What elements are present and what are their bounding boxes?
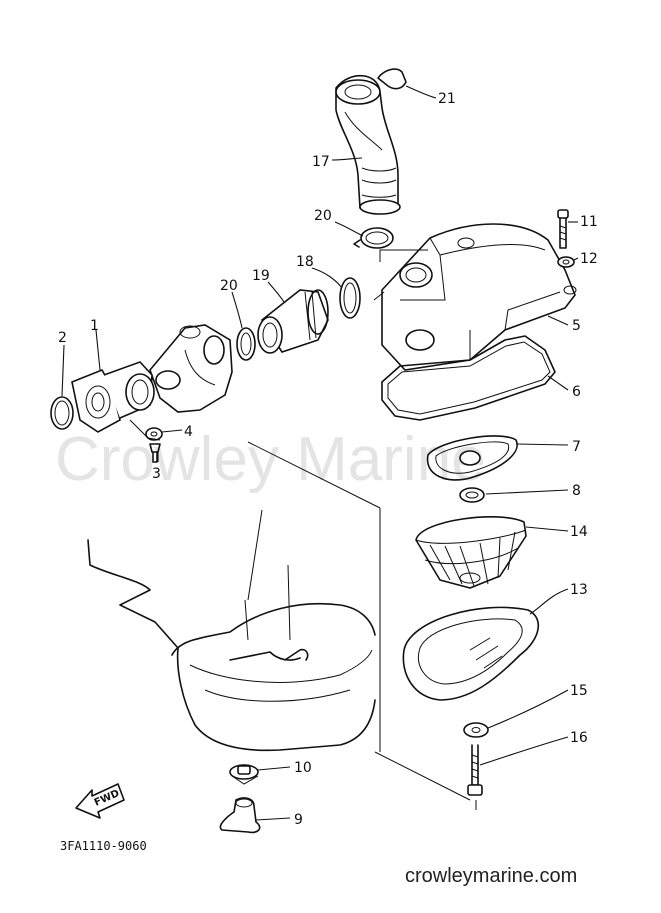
- drain-cap-9: [219, 797, 261, 834]
- intake-duct-17: [335, 68, 407, 215]
- hull-outline: [87, 509, 376, 752]
- callout-5: 5: [572, 318, 581, 334]
- element-cage-14: [415, 516, 527, 589]
- callout-2: 2: [58, 330, 67, 346]
- callout-13: 13: [570, 582, 588, 598]
- washer-15: [463, 722, 489, 738]
- callout-labels: 21 17 20 11 12 18 19 20 5 2 1 6 4 3 7 8 …: [58, 91, 598, 828]
- callout-4: 4: [184, 424, 193, 440]
- carburetor: [149, 324, 233, 413]
- website-footer: crowleymarine.com: [405, 865, 577, 887]
- band-18: [339, 277, 361, 319]
- callout-12: 12: [580, 251, 598, 267]
- filter-plate-7: [426, 435, 518, 481]
- callout-1: 1: [90, 318, 99, 334]
- manifold-1: [71, 361, 155, 433]
- fwd-label: FWD: [93, 788, 121, 809]
- callout-10: 10: [294, 760, 312, 776]
- callout-20-mid: 20: [220, 278, 238, 294]
- bolt-11: [557, 209, 569, 249]
- callout-20-top: 20: [314, 208, 332, 224]
- callout-17: 17: [312, 154, 330, 170]
- callout-15: 15: [570, 683, 588, 699]
- clamp-20-mid: [236, 327, 256, 361]
- callout-18: 18: [296, 254, 314, 270]
- air-box-case-5: [381, 223, 577, 371]
- callout-8: 8: [572, 483, 581, 499]
- fwd-arrow-icon: FWD: [75, 783, 125, 819]
- washer-12: [557, 256, 575, 268]
- joint-19: [257, 289, 329, 354]
- watermark-text: Crowley Marine: [55, 425, 486, 494]
- callout-9: 9: [294, 812, 303, 828]
- gasket-2: [50, 396, 74, 430]
- drawing-code: 3FA1110-9060: [60, 839, 147, 853]
- callout-14: 14: [570, 524, 588, 540]
- callout-16: 16: [570, 730, 588, 746]
- callout-3: 3: [152, 466, 161, 482]
- filter-element-13: [402, 606, 540, 701]
- callout-6: 6: [572, 384, 581, 400]
- clamp-20-top: [353, 227, 394, 249]
- callout-19: 19: [252, 268, 270, 284]
- callout-7: 7: [572, 439, 581, 455]
- callout-21: 21: [438, 91, 456, 107]
- clip-10: [229, 764, 259, 785]
- seal-6: [381, 335, 556, 421]
- bolt-16: [467, 744, 483, 796]
- callout-11: 11: [580, 214, 598, 230]
- leader-lines: [61, 85, 579, 821]
- washer-4: [145, 427, 163, 441]
- grommet-8: [459, 487, 485, 503]
